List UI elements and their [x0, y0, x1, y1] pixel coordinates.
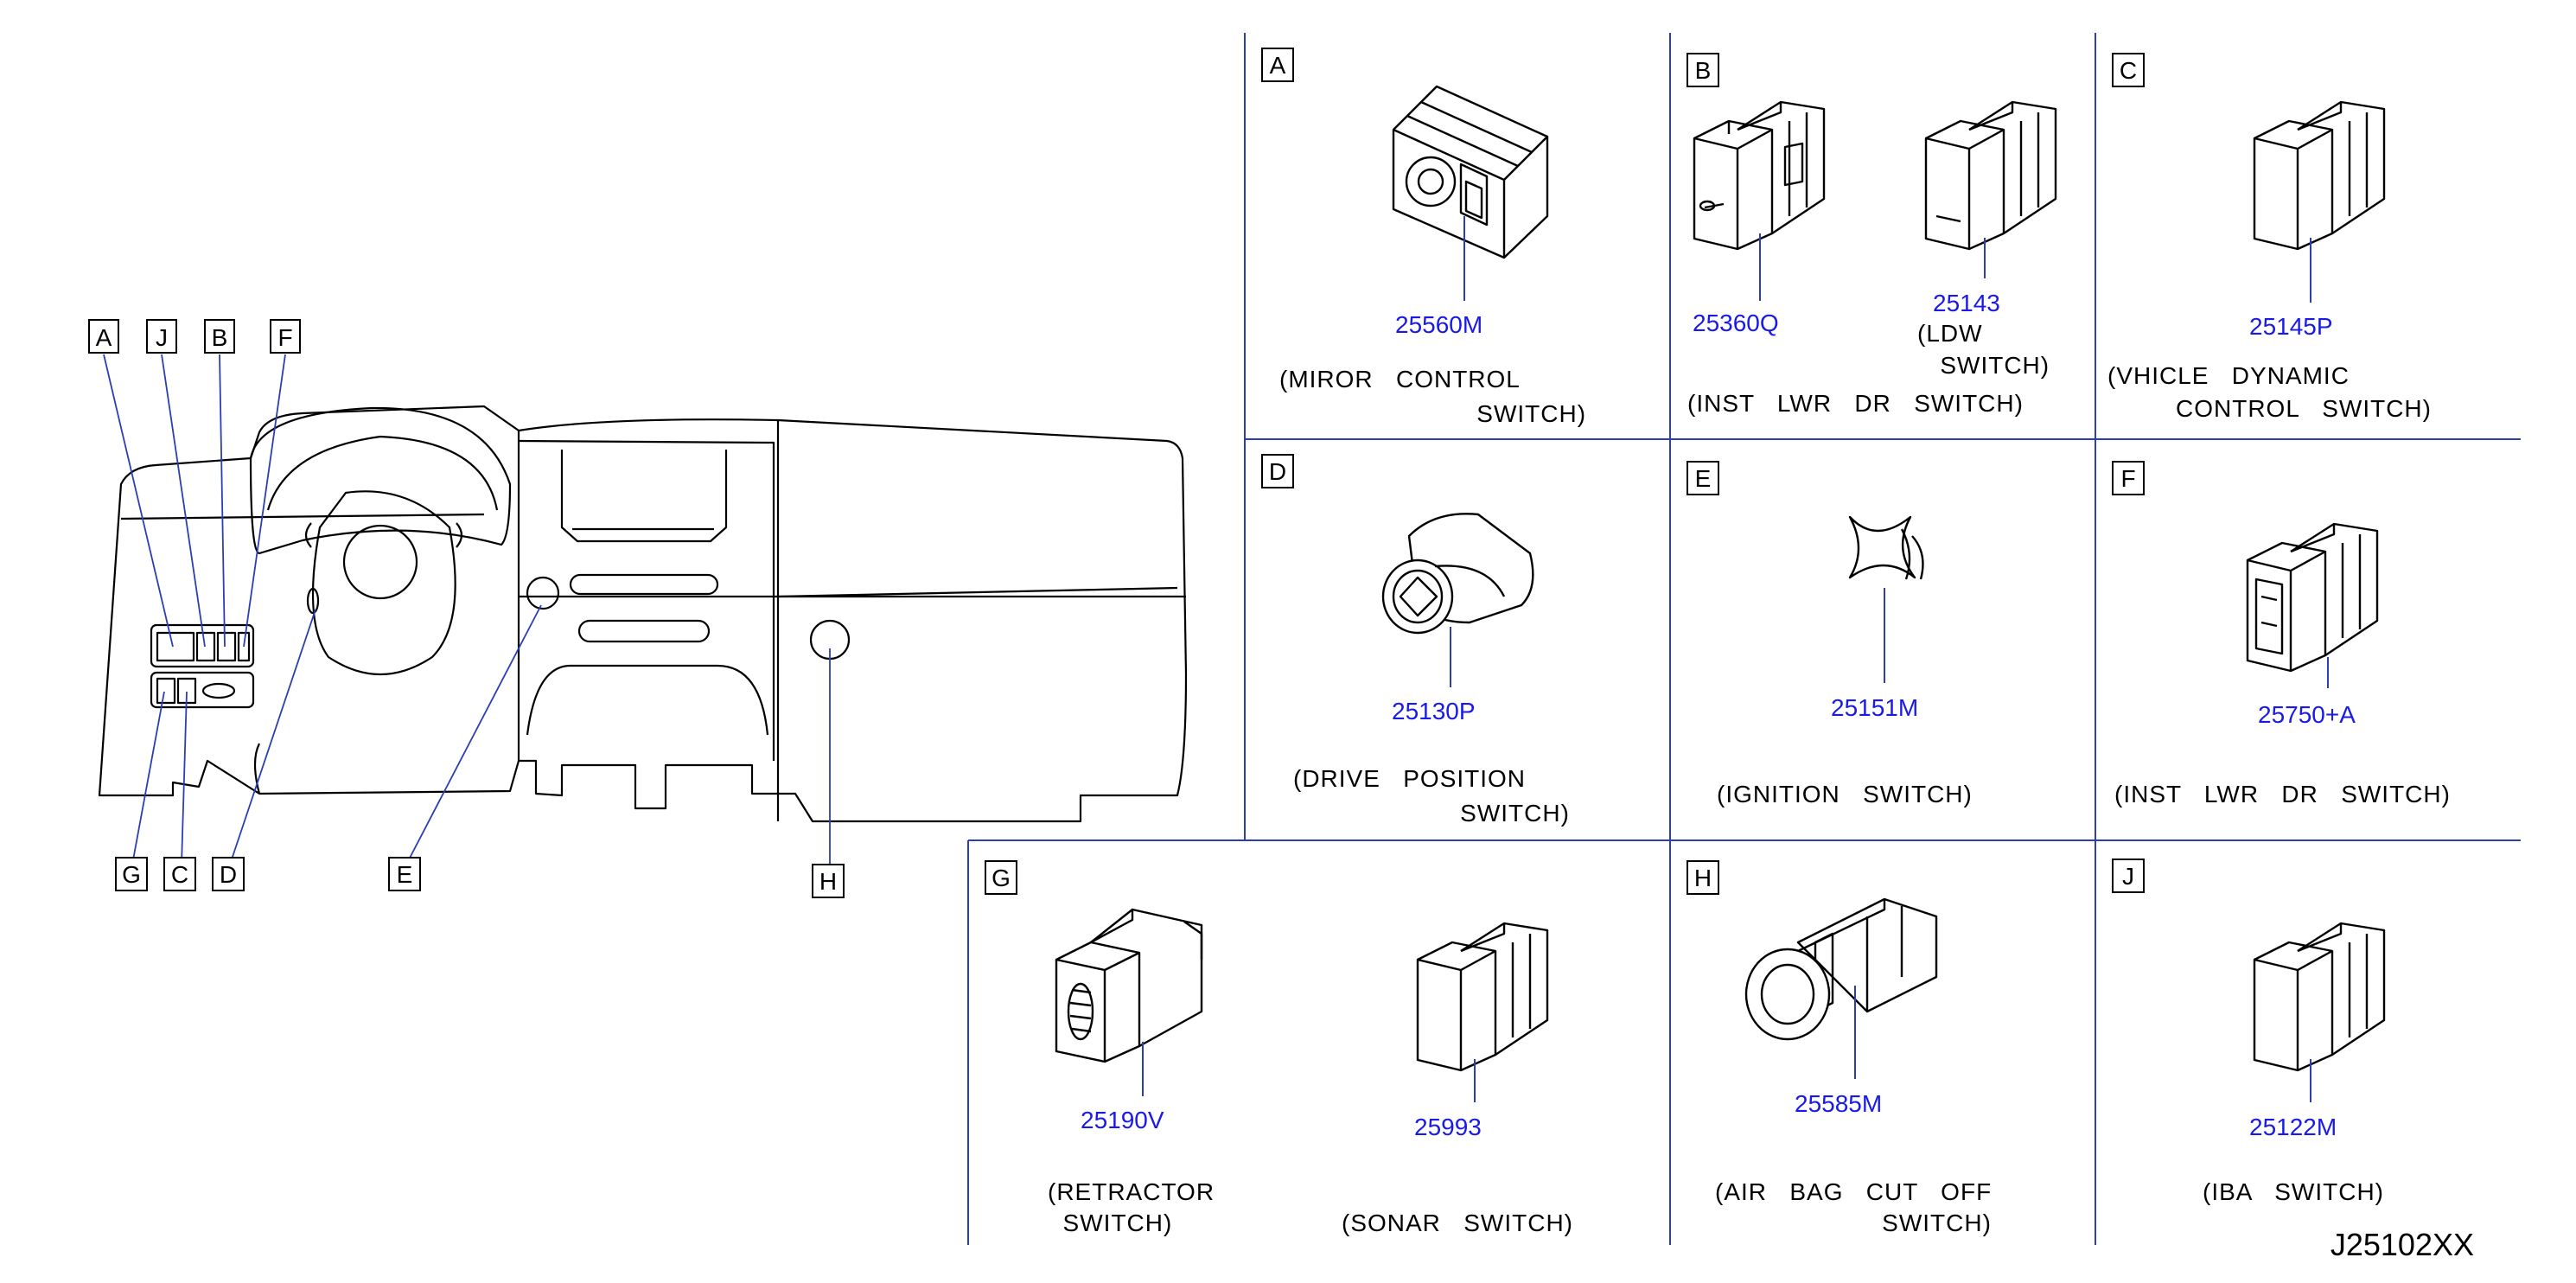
- part-number: 25143: [1933, 290, 2000, 316]
- retractor-switch-drawing: [1055, 908, 1203, 1063]
- dashboard-drawing: [98, 405, 1188, 823]
- panel-b: B 25360Q 25143 (LDW SWITCH) (INST LWR DR…: [1687, 53, 2057, 417]
- svg-text:A: A: [1270, 52, 1286, 79]
- panel-e: E 25151M (IGNITION SWITCH): [1687, 461, 1973, 807]
- svg-text:B: B: [212, 324, 228, 351]
- svg-text:B: B: [1695, 57, 1712, 84]
- iba-switch-drawing: [2253, 922, 2386, 1072]
- svg-text:G: G: [122, 861, 141, 888]
- panel-g: G 25190V 25993 (RETRACTOR SWITCH) (SONAR…: [985, 860, 1573, 1236]
- callout-b: B: [204, 319, 235, 354]
- svg-text:G: G: [992, 865, 1011, 891]
- part-number: 25360Q: [1693, 310, 1779, 336]
- dashboard-leaders: [103, 354, 831, 873]
- part-number: 25130P: [1392, 698, 1476, 724]
- svg-text:A: A: [96, 324, 112, 351]
- panel-f: F 25750+A (INST LWR DR SWITCH): [2112, 461, 2451, 807]
- part-description: (DRIVE POSITION: [1293, 765, 1526, 792]
- part-description: (AIR BAG CUT OFF: [1715, 1178, 1992, 1205]
- panel-grid: [967, 33, 2521, 1245]
- panel-d: D 25130P (DRIVE POSITION SWITCH): [1261, 454, 1570, 827]
- vehicle-dynamic-control-switch-drawing: [2253, 100, 2386, 251]
- svg-text:J: J: [2122, 863, 2134, 890]
- part-description: (VHICLE DYNAMIC: [2107, 362, 2350, 389]
- part-number: 25145P: [2249, 313, 2333, 340]
- callout-e: E: [388, 857, 421, 891]
- svg-text:C: C: [2120, 57, 2137, 84]
- panel-h: H 25585M (AIR BAG CUT OFF SWITCH): [1687, 860, 1992, 1236]
- part-number: 25560M: [1395, 311, 1482, 338]
- svg-text:E: E: [1695, 465, 1712, 492]
- ignition-switch-drawing: [1848, 515, 1924, 580]
- svg-text:C: C: [171, 861, 188, 888]
- svg-text:J: J: [156, 324, 168, 351]
- part-description: SWITCH): [1293, 800, 1570, 827]
- callout-d: D: [212, 857, 245, 891]
- part-number: 25585M: [1795, 1090, 1882, 1117]
- part-description: (SONAR SWITCH): [1342, 1210, 1573, 1236]
- callout-a: A: [88, 319, 119, 354]
- air-bag-cut-off-switch-drawing: [1744, 897, 1938, 1041]
- part-description: (INST LWR DR SWITCH): [2114, 781, 2451, 807]
- svg-text:H: H: [1694, 865, 1712, 891]
- inst-lwr-dr-switch-f-drawing: [2246, 522, 2379, 673]
- part-description: (MIROR CONTROL: [1279, 366, 1521, 393]
- part-description: (INST LWR DR SWITCH): [1687, 390, 2024, 417]
- svg-text:D: D: [1269, 458, 1286, 485]
- svg-text:D: D: [220, 861, 237, 888]
- part-description: (RETRACTOR: [1048, 1178, 1215, 1205]
- svg-text:F: F: [2120, 465, 2135, 492]
- callout-j: J: [146, 319, 177, 354]
- callout-g: G: [115, 857, 148, 891]
- panel-a: A 25560M (MIROR CONTROL SWITCH): [1261, 48, 1586, 427]
- part-description: (IGNITION SWITCH): [1717, 781, 1973, 807]
- panel-j: J 25122M (IBA SWITCH): [2112, 859, 2386, 1205]
- part-number: 25122M: [2249, 1114, 2337, 1140]
- part-description: SWITCH): [1048, 1210, 1172, 1236]
- part-description: CONTROL SWITCH): [2107, 395, 2432, 422]
- part-number: 25151M: [1831, 694, 1918, 721]
- drive-position-switch-drawing: [1381, 513, 1534, 635]
- callout-h: H: [812, 864, 845, 898]
- svg-text:E: E: [397, 861, 413, 888]
- part-description: SWITCH): [1715, 1210, 1992, 1236]
- diagram-code: J25102XX: [2331, 1227, 2474, 1262]
- callout-f: F: [270, 319, 301, 354]
- part-description: SWITCH): [1917, 352, 2050, 379]
- svg-text:H: H: [819, 868, 837, 895]
- svg-text:F: F: [277, 324, 292, 351]
- part-number: 25750+A: [2258, 701, 2356, 728]
- inst-lwr-dr-switch-drawing: [1693, 100, 1826, 251]
- part-number: 25190V: [1081, 1107, 1164, 1133]
- panel-c: C 25145P (VHICLE DYNAMIC CONTROL SWITCH): [2107, 53, 2432, 422]
- part-description: SWITCH): [1279, 400, 1586, 427]
- callout-c: C: [163, 857, 196, 891]
- sonar-switch-drawing: [1416, 922, 1549, 1072]
- part-number: 25993: [1414, 1114, 1482, 1140]
- part-description: (IBA SWITCH): [2203, 1178, 2384, 1205]
- ldw-switch-drawing: [1924, 100, 2057, 251]
- mirror-control-switch-drawing: [1392, 85, 1549, 259]
- part-description: (LDW: [1917, 320, 1983, 347]
